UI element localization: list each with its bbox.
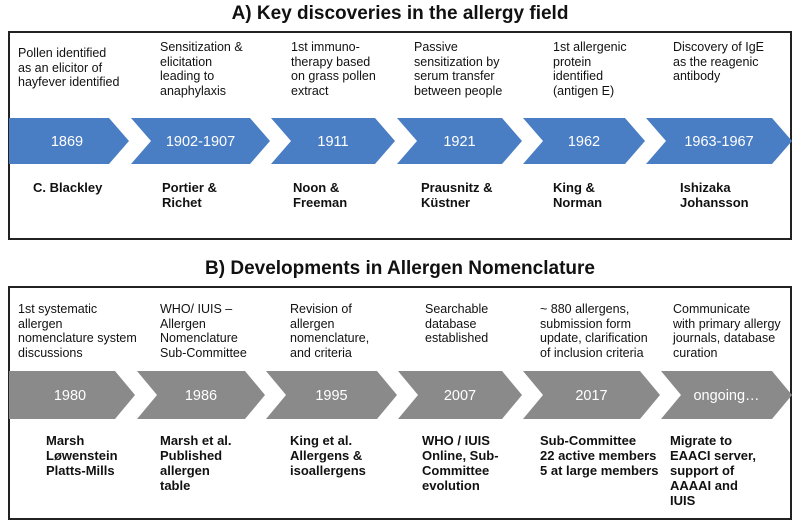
timeline-year-label: ongoing… <box>693 388 759 404</box>
panel-a-people-2: Portier & Richet <box>162 180 217 210</box>
nomenclature-chevron <box>9 371 135 419</box>
panel-a-people-4: Prausnitz & Küstner <box>421 180 493 210</box>
nomenclature-chevron <box>661 371 792 419</box>
discovery-chevron <box>397 118 522 164</box>
panel-b-desc-6: Communicate with primary allergy journal… <box>673 302 781 360</box>
panel-a-people-3: Noon & Freeman <box>293 180 348 210</box>
panel-a-desc-1: Pollen identified as an elicitor of hayf… <box>18 46 120 89</box>
panel-a-desc-5: 1st allergenic protein identified (antig… <box>553 40 627 98</box>
panel-a-people-5: King & Norman <box>553 180 603 210</box>
timeline-year-label: 1911 <box>317 134 348 150</box>
panel-a-title: A) Key discoveries in the allergy field <box>231 3 569 24</box>
panel-b-people-5: Sub-Committee 22 active members 5 at lar… <box>540 433 659 478</box>
discovery-chevron <box>646 118 792 164</box>
panel-a-people-1: C. Blackley <box>33 180 103 195</box>
panel-b-desc-1: 1st systematic allergen nomenclature sys… <box>18 302 137 360</box>
discovery-chevron <box>9 118 129 164</box>
timeline-year-label: 1980 <box>54 388 86 404</box>
nomenclature-chevron <box>398 371 522 419</box>
panel-b-people-3: King et al. Allergens & isoallergens <box>290 433 366 478</box>
panel-b-people-2: Marsh et al. Published allergen table <box>160 433 232 493</box>
discovery-chevron <box>523 118 645 164</box>
panel-a-desc-4: Passive sensitization by serum transfer … <box>414 40 503 98</box>
timeline-year-label: 1921 <box>443 134 475 150</box>
timeline-year-label: 1963-1967 <box>684 134 753 150</box>
timeline-year-label: 1986 <box>185 388 217 404</box>
timeline-year-label: 2007 <box>444 388 476 404</box>
timeline-year-label: 1869 <box>51 134 83 150</box>
timeline-year-label: 2017 <box>575 388 607 404</box>
panel-b-title: B) Developments in Allergen Nomenclature <box>205 258 595 279</box>
panel-b-desc-5: ~ 880 allergens, submission form update,… <box>540 302 648 360</box>
panel-b-people-4: WHO / IUIS Online, Sub- Committee evolut… <box>422 433 499 493</box>
timeline-year-label: 1995 <box>315 388 347 404</box>
panel-b-desc-2: WHO/ IUIS – Allergen Nomenclature Sub-Co… <box>160 302 247 360</box>
panel-b-people-6: Migrate to EAACI server, support of AAAA… <box>670 433 756 508</box>
timeline-year-label: 1902-1907 <box>166 134 235 150</box>
panel-a-desc-6: Discovery of IgE as the reagenic antibod… <box>673 40 765 83</box>
nomenclature-chevron <box>137 371 265 419</box>
timeline-year-label: 1962 <box>568 134 600 150</box>
panel-b-desc-4: Searchable database established <box>425 302 489 345</box>
nomenclature-chevron <box>523 371 660 419</box>
panel-b-desc-3: Revision of allergen nomenclature, and c… <box>290 302 370 360</box>
panel-a-people-6: Ishizaka Johansson <box>680 180 749 210</box>
panel-a-desc-3: 1st immuno- therapy based on grass polle… <box>291 40 376 98</box>
panel-b-people-1: Marsh Løwenstein Platts-Mills <box>46 433 118 478</box>
discovery-chevron <box>131 118 270 164</box>
discovery-chevron <box>271 118 395 164</box>
nomenclature-chevron <box>266 371 397 419</box>
panel-a-desc-2: Sensitization & elicitation leading to a… <box>160 40 243 98</box>
